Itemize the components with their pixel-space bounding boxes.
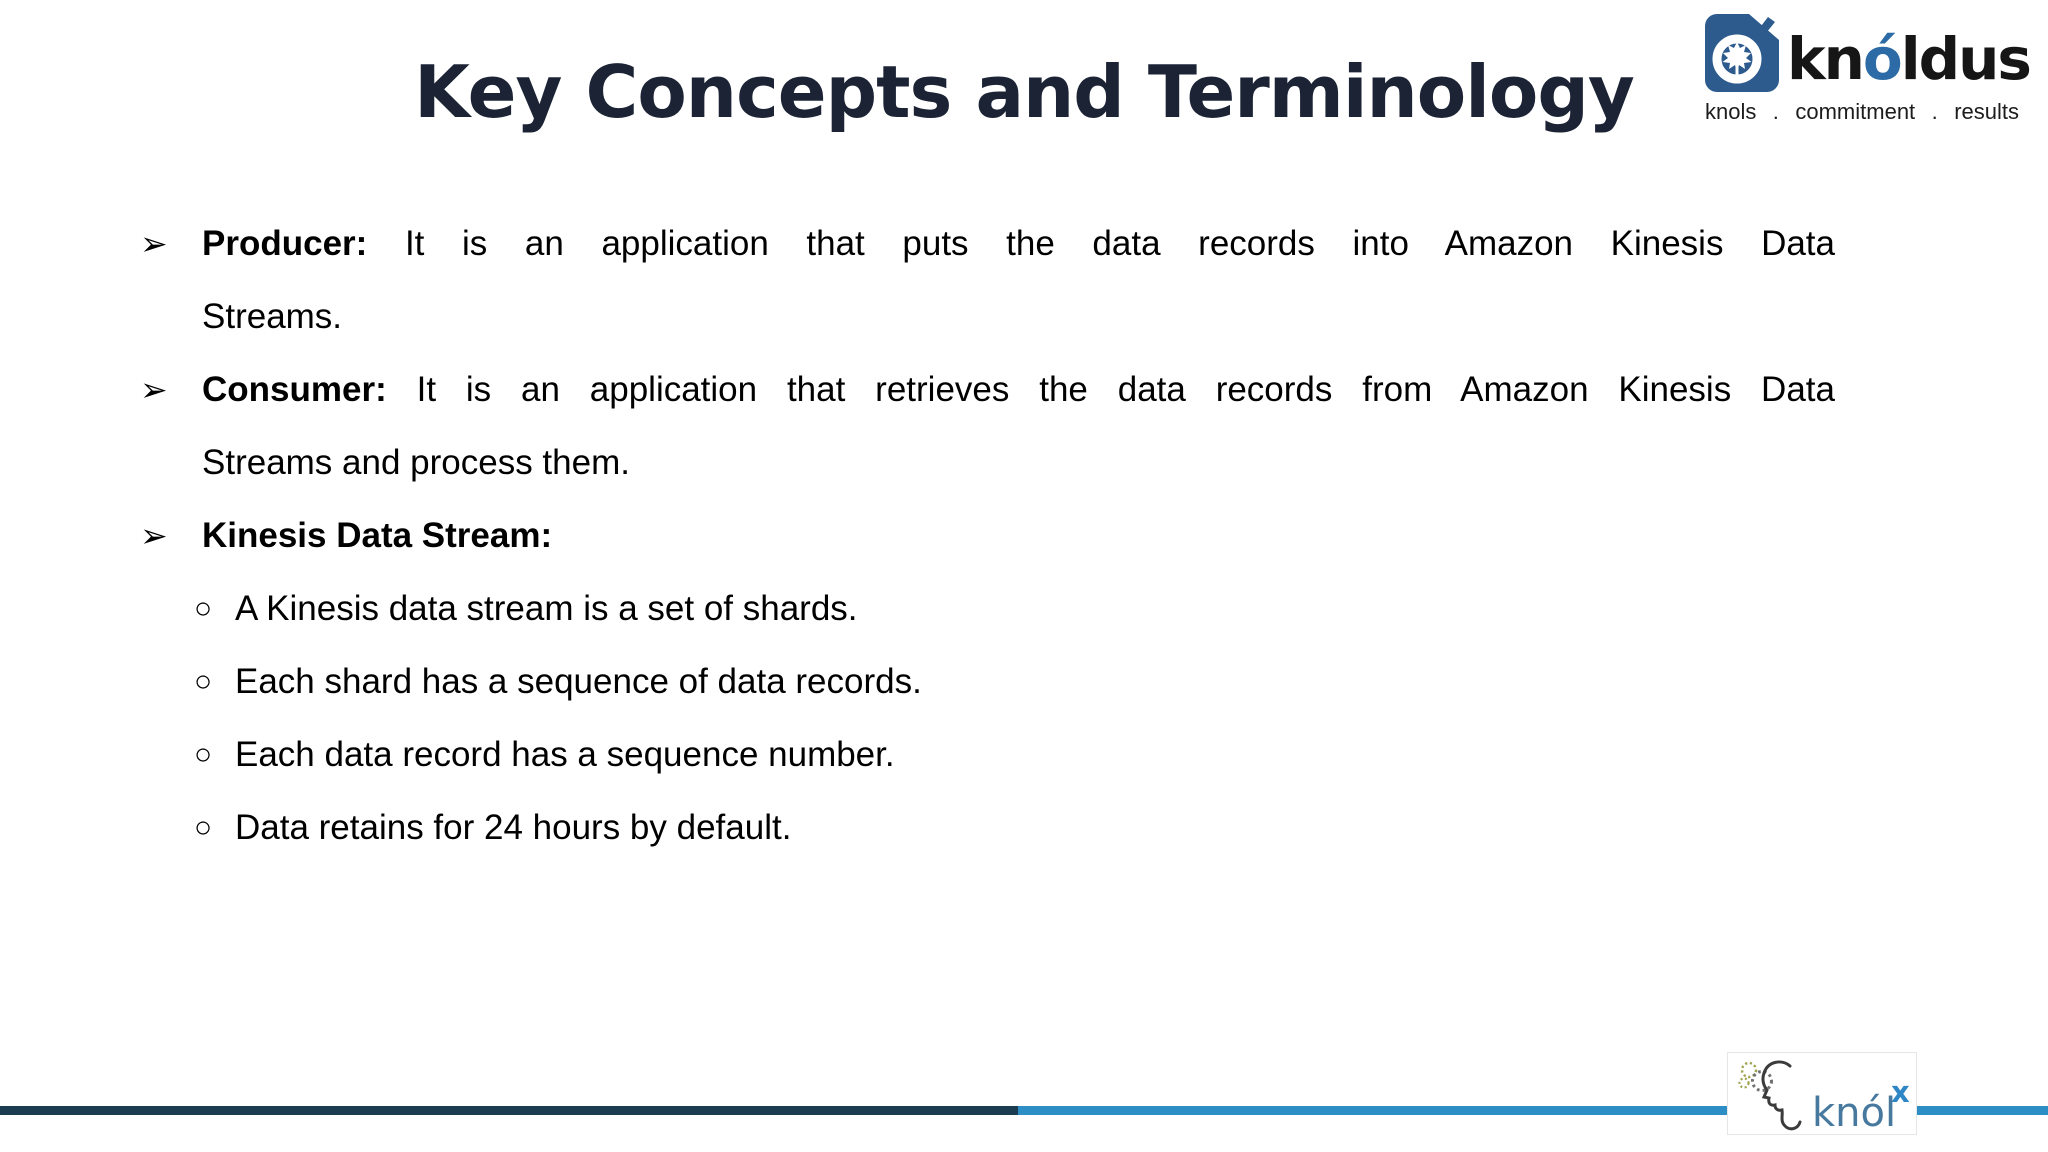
arrow-bullet-icon: ➢ [140, 517, 168, 554]
knolx-x-mark: x [1891, 1075, 1910, 1109]
sub-bullet-line: ○A Kinesis data stream is a set of shard… [140, 572, 1835, 645]
sub-bullet-line: ○Each shard has a sequence of data recor… [140, 645, 1835, 718]
slide-title: Key Concepts and Terminology [414, 50, 1635, 134]
arrow-bullet-icon: ➢ [140, 371, 168, 408]
bullet-line-producer-cont: Streams. [202, 297, 343, 336]
footer-bar-dark [0, 1106, 1018, 1115]
knoldus-wordmark: knóldus [1787, 25, 2032, 93]
bullet-line-consumer: ➢Consumer: It is an application that ret… [140, 353, 1835, 426]
footer-bar-light [1018, 1106, 2048, 1115]
knolx-logo: knól x [1727, 1052, 1917, 1135]
bullet-line-kinesis-stream: ➢Kinesis Data Stream: [140, 499, 1835, 572]
bullet-line-producer: ➢Producer: It is an application that put… [140, 207, 1835, 280]
bullet-line-consumer-cont: Streams and process them. [202, 443, 630, 482]
knoldus-logo: knóldus knols . commitment . results [1705, 14, 2032, 125]
sub-bullet-line: ○Each data record has a sequence number. [140, 718, 1835, 791]
circle-bullet-icon: ○ [194, 592, 213, 625]
circle-bullet-icon: ○ [194, 665, 213, 698]
circle-bullet-icon: ○ [194, 738, 213, 771]
bullet-list: ➢Producer: It is an application that put… [140, 207, 1835, 864]
knoldus-tagline: knols . commitment . results [1705, 99, 2019, 124]
arrow-bullet-icon: ➢ [140, 225, 168, 262]
sub-bullet-line: ○Data retains for 24 hours by default. [140, 791, 1835, 864]
circle-bullet-icon: ○ [194, 811, 213, 844]
knolx-wordmark: knól [1812, 1090, 1897, 1136]
knoldus-logo-icon [1705, 14, 1779, 97]
